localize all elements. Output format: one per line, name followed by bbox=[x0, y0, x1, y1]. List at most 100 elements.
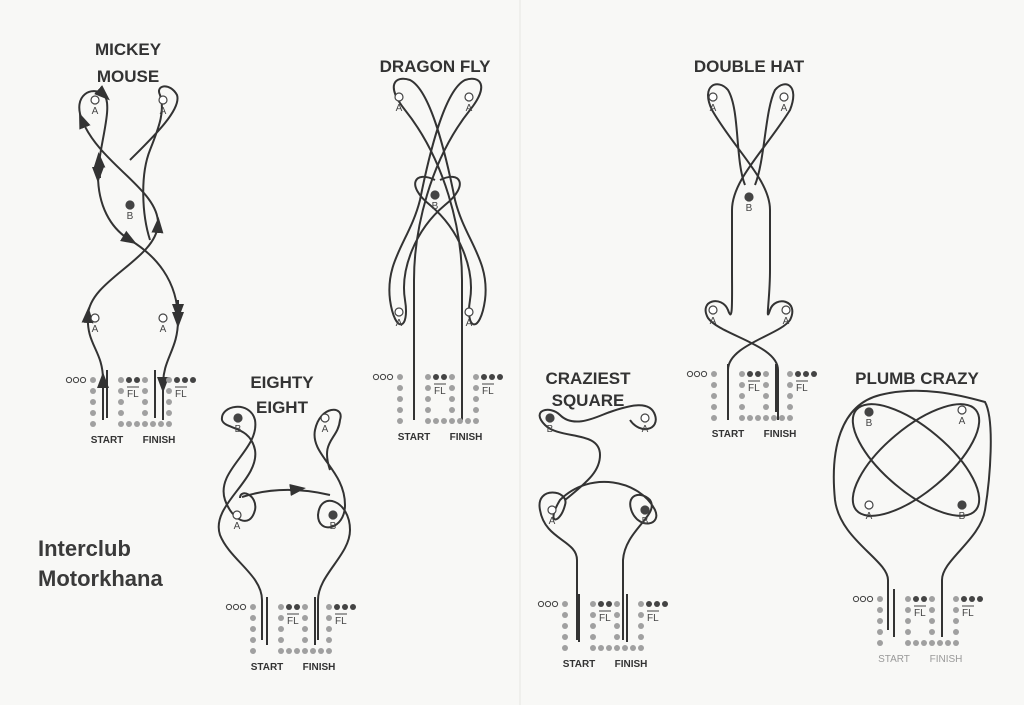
cone-label: A bbox=[92, 324, 99, 335]
cone-label: A bbox=[466, 318, 473, 329]
marker-dot bbox=[326, 626, 332, 632]
marker-dot bbox=[174, 377, 180, 383]
marker-dot bbox=[763, 393, 769, 399]
marker-dot bbox=[225, 603, 233, 611]
marker-dot bbox=[318, 648, 324, 654]
finish-label: FINISH bbox=[930, 654, 963, 665]
marker-dot bbox=[134, 421, 140, 427]
start-label: START bbox=[251, 662, 284, 673]
marker-dot bbox=[763, 404, 769, 410]
marker-dot bbox=[562, 634, 568, 640]
fault-line-label: FL bbox=[914, 608, 926, 619]
marker-dot bbox=[118, 410, 124, 416]
marker-dot bbox=[929, 596, 935, 602]
marker-dot bbox=[441, 374, 447, 380]
marker-dot bbox=[350, 604, 356, 610]
marker-dot bbox=[977, 596, 983, 602]
marker-dot bbox=[334, 604, 340, 610]
marker-dot bbox=[961, 596, 967, 602]
cone-label: B bbox=[642, 516, 649, 527]
finish-label: FINISH bbox=[764, 429, 797, 440]
marker-dot bbox=[614, 645, 620, 651]
cone-b: B bbox=[744, 192, 754, 214]
cone-label: A bbox=[92, 106, 99, 117]
marker-dot bbox=[711, 371, 717, 377]
marker-dot bbox=[693, 370, 701, 378]
marker-dot bbox=[79, 376, 87, 384]
marker-dot bbox=[622, 645, 628, 651]
marker-dot bbox=[763, 371, 769, 377]
cone-marker-icon bbox=[708, 305, 718, 315]
marker-dot bbox=[166, 377, 172, 383]
marker-dot bbox=[763, 382, 769, 388]
marker-dot bbox=[711, 415, 717, 421]
marker-dot bbox=[953, 640, 959, 646]
marker-dot bbox=[739, 404, 745, 410]
marker-dot bbox=[630, 645, 636, 651]
finish-label: FINISH bbox=[450, 432, 483, 443]
marker-dot bbox=[134, 377, 140, 383]
cone-label: A bbox=[710, 316, 717, 327]
marker-dot bbox=[294, 648, 300, 654]
marker-dot bbox=[877, 629, 883, 635]
marker-dot bbox=[90, 377, 96, 383]
marker-dot bbox=[250, 615, 256, 621]
marker-dot bbox=[142, 377, 148, 383]
cone-a: A bbox=[708, 92, 718, 114]
marker-dot bbox=[929, 618, 935, 624]
heading-line2: Motorkhana bbox=[38, 566, 163, 591]
cone-marker-icon bbox=[90, 313, 100, 323]
diagram-plumb-crazy: PLUMB CRAZY bbox=[832, 369, 992, 630]
marker-dot bbox=[711, 404, 717, 410]
marker-dot bbox=[537, 600, 545, 608]
marker-dot bbox=[787, 404, 793, 410]
start-label: START bbox=[91, 435, 124, 446]
marker-dot bbox=[65, 376, 73, 384]
cone-label: A bbox=[549, 516, 556, 527]
marker-dot bbox=[614, 601, 620, 607]
cone-marker-icon bbox=[864, 500, 874, 510]
marker-dot bbox=[326, 637, 332, 643]
marker-dot bbox=[278, 637, 284, 643]
cone-b: B bbox=[233, 413, 243, 435]
marker-dot bbox=[811, 371, 817, 377]
cone-b: B bbox=[864, 407, 874, 429]
diagram-title: DOUBLE HAT bbox=[694, 57, 805, 76]
marker-dot bbox=[711, 393, 717, 399]
cone-marker-icon bbox=[158, 313, 168, 323]
marker-dot bbox=[433, 374, 439, 380]
marker-dot bbox=[866, 595, 874, 603]
cone-marker-icon bbox=[232, 510, 242, 520]
fault-line-label: FL bbox=[127, 389, 139, 400]
cone-marker-icon bbox=[430, 190, 440, 200]
marker-dot bbox=[150, 421, 156, 427]
marker-dot bbox=[921, 640, 927, 646]
fault-line-label: FL bbox=[647, 613, 659, 624]
cone-label: B bbox=[746, 203, 753, 214]
marker-dot bbox=[326, 615, 332, 621]
marker-dot bbox=[562, 601, 568, 607]
fault-line-label: FL bbox=[434, 386, 446, 397]
marker-dot bbox=[473, 407, 479, 413]
marker-dot bbox=[877, 607, 883, 613]
marker-dot bbox=[473, 418, 479, 424]
cone-marker-icon bbox=[464, 307, 474, 317]
cone-marker-icon bbox=[781, 305, 791, 315]
marker-dot bbox=[425, 374, 431, 380]
cone-a: A bbox=[394, 92, 404, 114]
marker-dot bbox=[158, 421, 164, 427]
marker-dot bbox=[166, 410, 172, 416]
cone-label: A bbox=[642, 424, 649, 435]
marker-dot bbox=[787, 393, 793, 399]
cone-marker-icon bbox=[320, 413, 330, 423]
marker-dot bbox=[852, 595, 860, 603]
marker-dot bbox=[953, 607, 959, 613]
cone-marker-icon bbox=[640, 505, 650, 515]
marker-dot bbox=[859, 595, 867, 603]
marker-dot bbox=[473, 374, 479, 380]
marker-dot bbox=[877, 640, 883, 646]
